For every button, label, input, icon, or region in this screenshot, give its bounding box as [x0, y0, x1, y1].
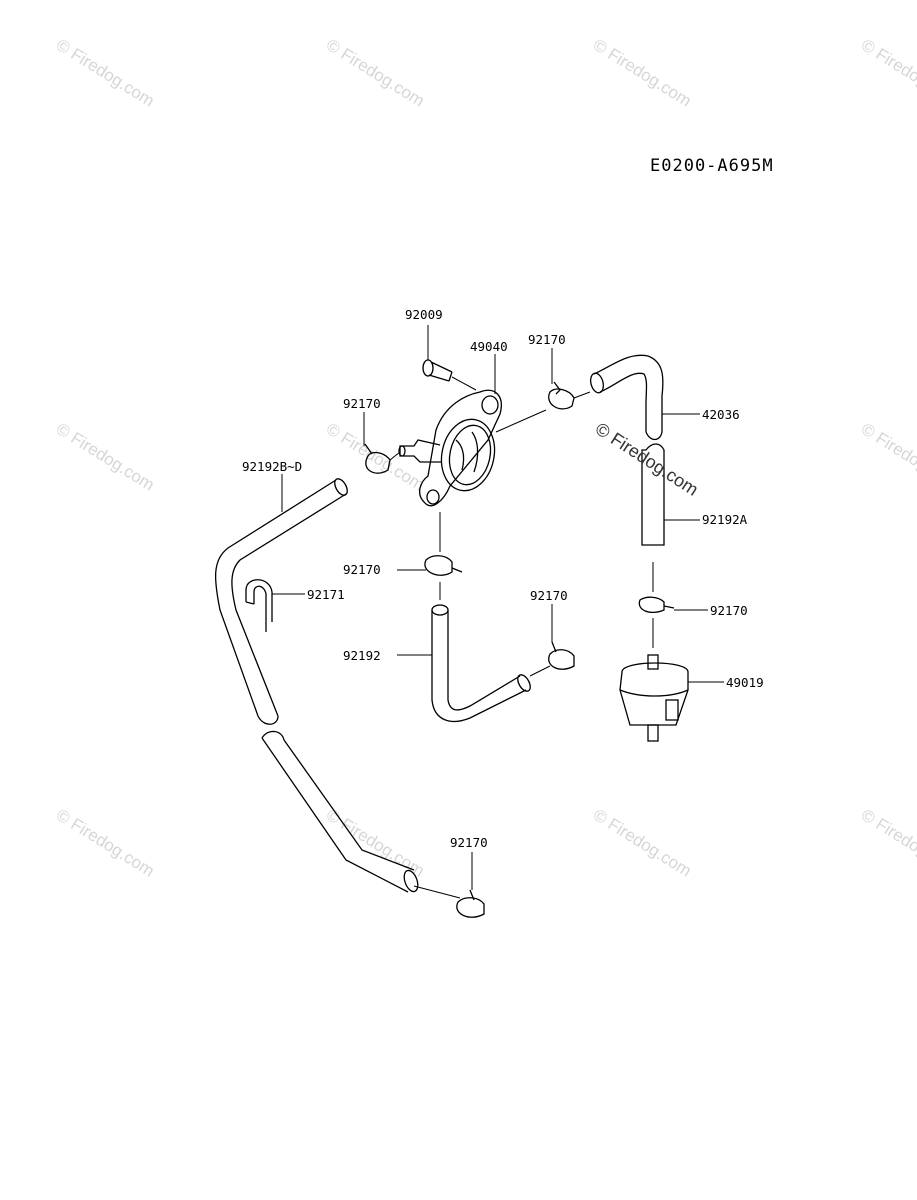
fuel-filter-49019 — [619, 654, 689, 742]
watermark: © Firedog.com — [590, 35, 695, 110]
clip-92171 — [245, 579, 273, 632]
label-leaders — [272, 325, 724, 890]
watermark: © Firedog.com — [53, 419, 158, 494]
label-49040: 49040 — [470, 339, 508, 354]
clamp-92170-bottom — [456, 889, 485, 918]
clamp-92170-center — [548, 641, 575, 670]
watermarks: © Firedog.com © Firedog.com © Firedog.co… — [53, 35, 917, 880]
clamp-92170-left — [364, 443, 401, 474]
hose-42036 — [590, 354, 664, 441]
label-92170-left: 92170 — [343, 396, 381, 411]
hose-92192A — [641, 443, 665, 592]
clamp-92170-right — [638, 596, 675, 648]
watermark: © Firedog.com — [858, 35, 917, 110]
bolt-92009 — [422, 359, 477, 391]
hose-92192 — [431, 604, 551, 723]
watermark: © Firedog.com — [323, 35, 428, 110]
label-92170-bottom: 92170 — [450, 835, 488, 850]
label-49019: 49019 — [726, 675, 764, 690]
watermark: © Firedog.com — [323, 419, 428, 494]
label-92170-top: 92170 — [528, 332, 566, 347]
clamp-92170-mid — [424, 555, 463, 600]
part-labels: 92009 49040 92170 42036 92170 92192B~D 9… — [242, 307, 764, 850]
hose-92192B-D — [214, 478, 461, 899]
watermark: © Firedog.com — [858, 419, 917, 494]
label-92192A: 92192A — [702, 512, 748, 527]
label-92170-right: 92170 — [710, 603, 748, 618]
watermark: © Firedog.com — [590, 805, 695, 880]
label-42036: 42036 — [702, 407, 740, 422]
clamp-92170-top — [548, 381, 591, 410]
label-92171: 92171 — [307, 587, 345, 602]
watermark-overlay: © Firedog.com — [592, 419, 702, 500]
label-92170-mid: 92170 — [343, 562, 381, 577]
watermark: © Firedog.com — [53, 35, 158, 110]
diagram-code: E0200-A695M — [650, 156, 774, 176]
label-92192B-D: 92192B~D — [242, 459, 302, 474]
label-92170-center: 92170 — [530, 588, 568, 603]
fuel-pump-49040 — [398, 389, 547, 552]
label-92009: 92009 — [405, 307, 443, 322]
watermark: © Firedog.com — [858, 805, 917, 880]
label-92192: 92192 — [343, 648, 381, 663]
watermark: © Firedog.com — [53, 805, 158, 880]
